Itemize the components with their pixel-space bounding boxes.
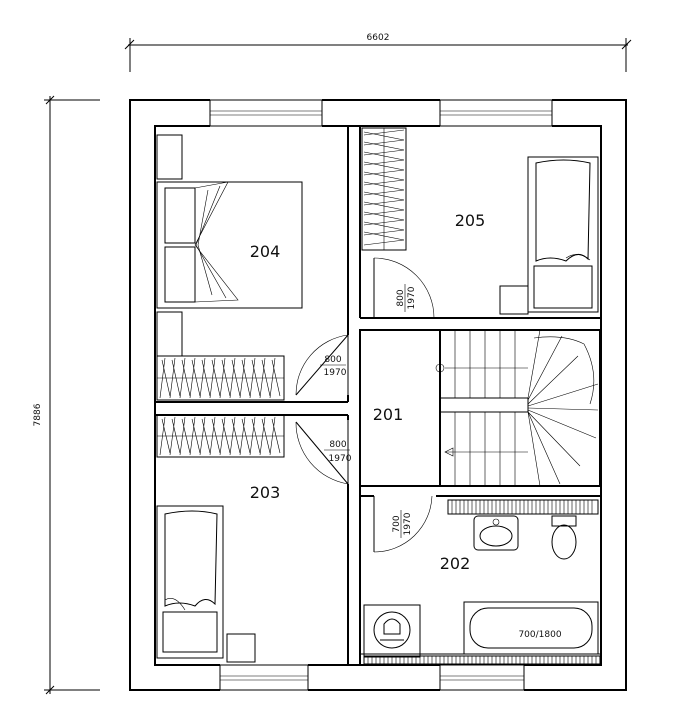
room-205-label: 205 [455,211,486,230]
door-205-width: 800 [396,289,406,306]
heated-rail [447,499,599,515]
dimension-width: 6602 [124,33,632,72]
room-202-label: 202 [440,554,471,573]
floor-grate [363,655,601,665]
bathtub-label: 700/1800 [518,630,561,640]
bed-204 [156,181,303,309]
sink [473,515,519,551]
nightstand-203 [226,633,256,663]
width-label: 6602 [367,33,390,43]
interior-walls [155,126,601,665]
room-204-label: 204 [250,242,281,261]
height-label: 7886 [33,403,43,426]
wardrobe-204 [156,355,285,401]
nightstand-204-top [156,134,183,180]
nightstand-204-bottom [156,311,183,357]
bed-205 [527,156,599,313]
wardrobe-205 [361,127,407,251]
bed-203 [156,505,224,659]
door-203 [295,420,349,485]
door-205 [373,257,435,319]
door-202-width: 700 [392,515,402,532]
toilet [551,515,577,560]
staircase [435,329,599,487]
boiler [363,604,421,658]
door-205-height: 1970 [407,286,417,309]
door-203-width: 800 [329,440,346,450]
door-204-height: 1970 [324,368,347,378]
room-203-label: 203 [250,483,281,502]
exterior-walls [129,98,627,693]
door-202 [373,495,433,553]
dimension-height: 7886 [33,95,100,695]
door-202-height: 1970 [403,512,413,535]
nightstand-205 [499,285,529,315]
room-201-label: 201 [373,405,404,424]
door-204-width: 800 [324,355,341,365]
wardrobe-203 [156,414,285,458]
door-203-height: 1970 [329,454,352,464]
bathtub: 700/1800 [463,601,599,655]
